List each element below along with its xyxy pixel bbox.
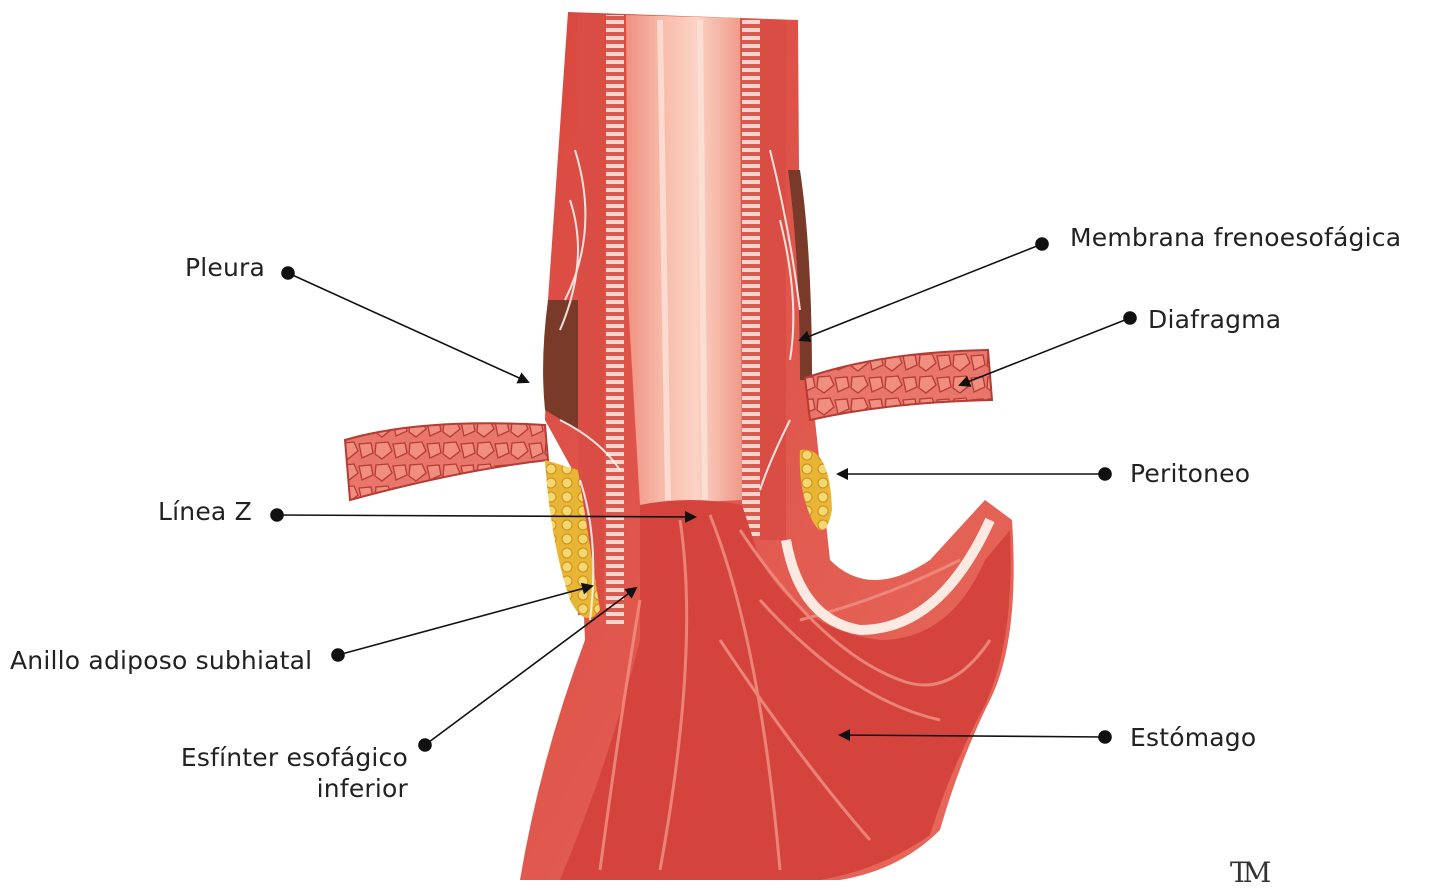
label-esfinter-line2: inferior xyxy=(168,773,408,804)
label-peritoneo: Peritoneo xyxy=(1130,458,1250,489)
label-estomago: Estómago xyxy=(1130,722,1256,753)
pleura-layer xyxy=(543,300,578,430)
diafragma-leader xyxy=(960,312,1136,385)
peritoneo-leader xyxy=(838,468,1111,480)
right-wall-submucosa xyxy=(742,20,760,540)
label-membrana-frenoesofagica: Membrana frenoesofágica xyxy=(1070,222,1401,253)
right-wall-muscle xyxy=(760,20,786,540)
label-esfinter-line1: Esfínter esofágico xyxy=(168,742,408,773)
illustration xyxy=(345,12,1014,880)
diaphragm-right xyxy=(805,350,992,420)
membrana-leader xyxy=(800,238,1048,340)
left-wall-submucosa xyxy=(606,15,624,625)
pleura-leader xyxy=(282,267,528,382)
label-diafragma: Diafragma xyxy=(1148,304,1281,335)
logo: TM xyxy=(1230,856,1265,889)
esophageal-mucosa xyxy=(626,15,742,505)
diaphragm-left xyxy=(345,423,548,500)
label-anillo-adiposo: Anillo adiposo subhiatal xyxy=(10,645,312,676)
label-linea-z: Línea Z xyxy=(158,496,252,527)
label-esfinter: Esfínter esofágico inferior xyxy=(168,742,408,805)
label-pleura: Pleura xyxy=(185,252,265,283)
